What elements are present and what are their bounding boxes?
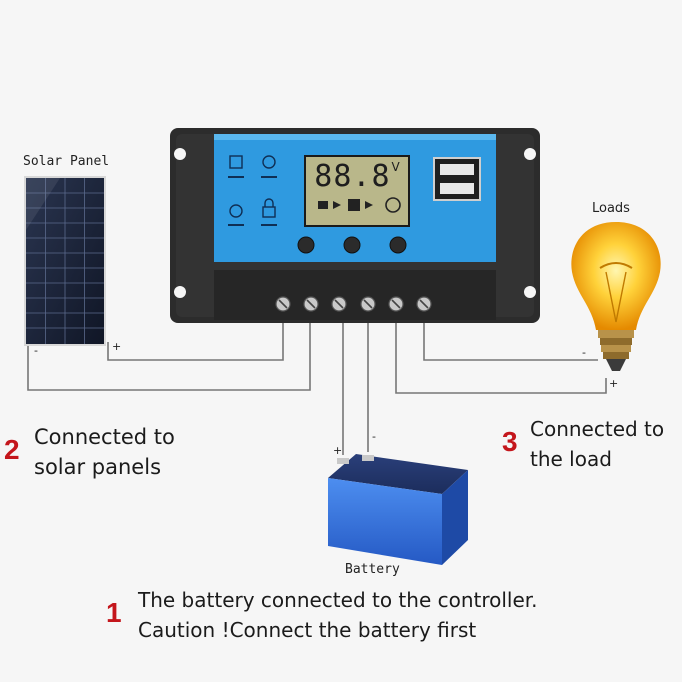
mode-icons [229,155,276,218]
lcd-unit: V [391,160,400,174]
light-bulb-image [571,222,661,371]
load-negative-wire [423,322,598,361]
step-line-1: Connected to [530,417,665,441]
battery-plus-mark: + [333,444,343,457]
step-line-1: Connected to [34,425,175,449]
controller-buttons [297,236,407,254]
battery-label: Battery [345,562,400,577]
step-line-1: The battery connected to the controller. [138,588,538,612]
load-plus-mark: + [609,377,619,390]
lcd-flow-icons [318,197,401,213]
solar-positive-wire [107,322,284,361]
step-line-2: the load [530,447,612,471]
load-positive-wire [395,322,607,394]
loads-label: Loads [592,201,630,216]
step-number: 2 [4,434,20,465]
step-line-2: Caution !Connect the battery first [138,618,477,642]
wires [27,322,607,455]
lcd-reading: 88.8 [314,158,391,194]
battery-image [328,454,468,565]
lcd-display: 88.8 V [305,156,409,196]
step-line-2: solar panels [34,455,162,479]
solar-panel-image [24,176,106,346]
solar-negative-wire [27,322,311,391]
step-number: 1 [106,597,122,628]
charge-controller [170,128,540,323]
load-minus-mark: - [582,346,586,359]
battery-minus-mark: - [372,430,376,443]
solar-panel-label: Solar Panel [23,154,110,169]
solar-plus-mark: + [112,340,122,353]
step-number: 3 [502,426,518,457]
solar-minus-mark: - [34,344,38,357]
